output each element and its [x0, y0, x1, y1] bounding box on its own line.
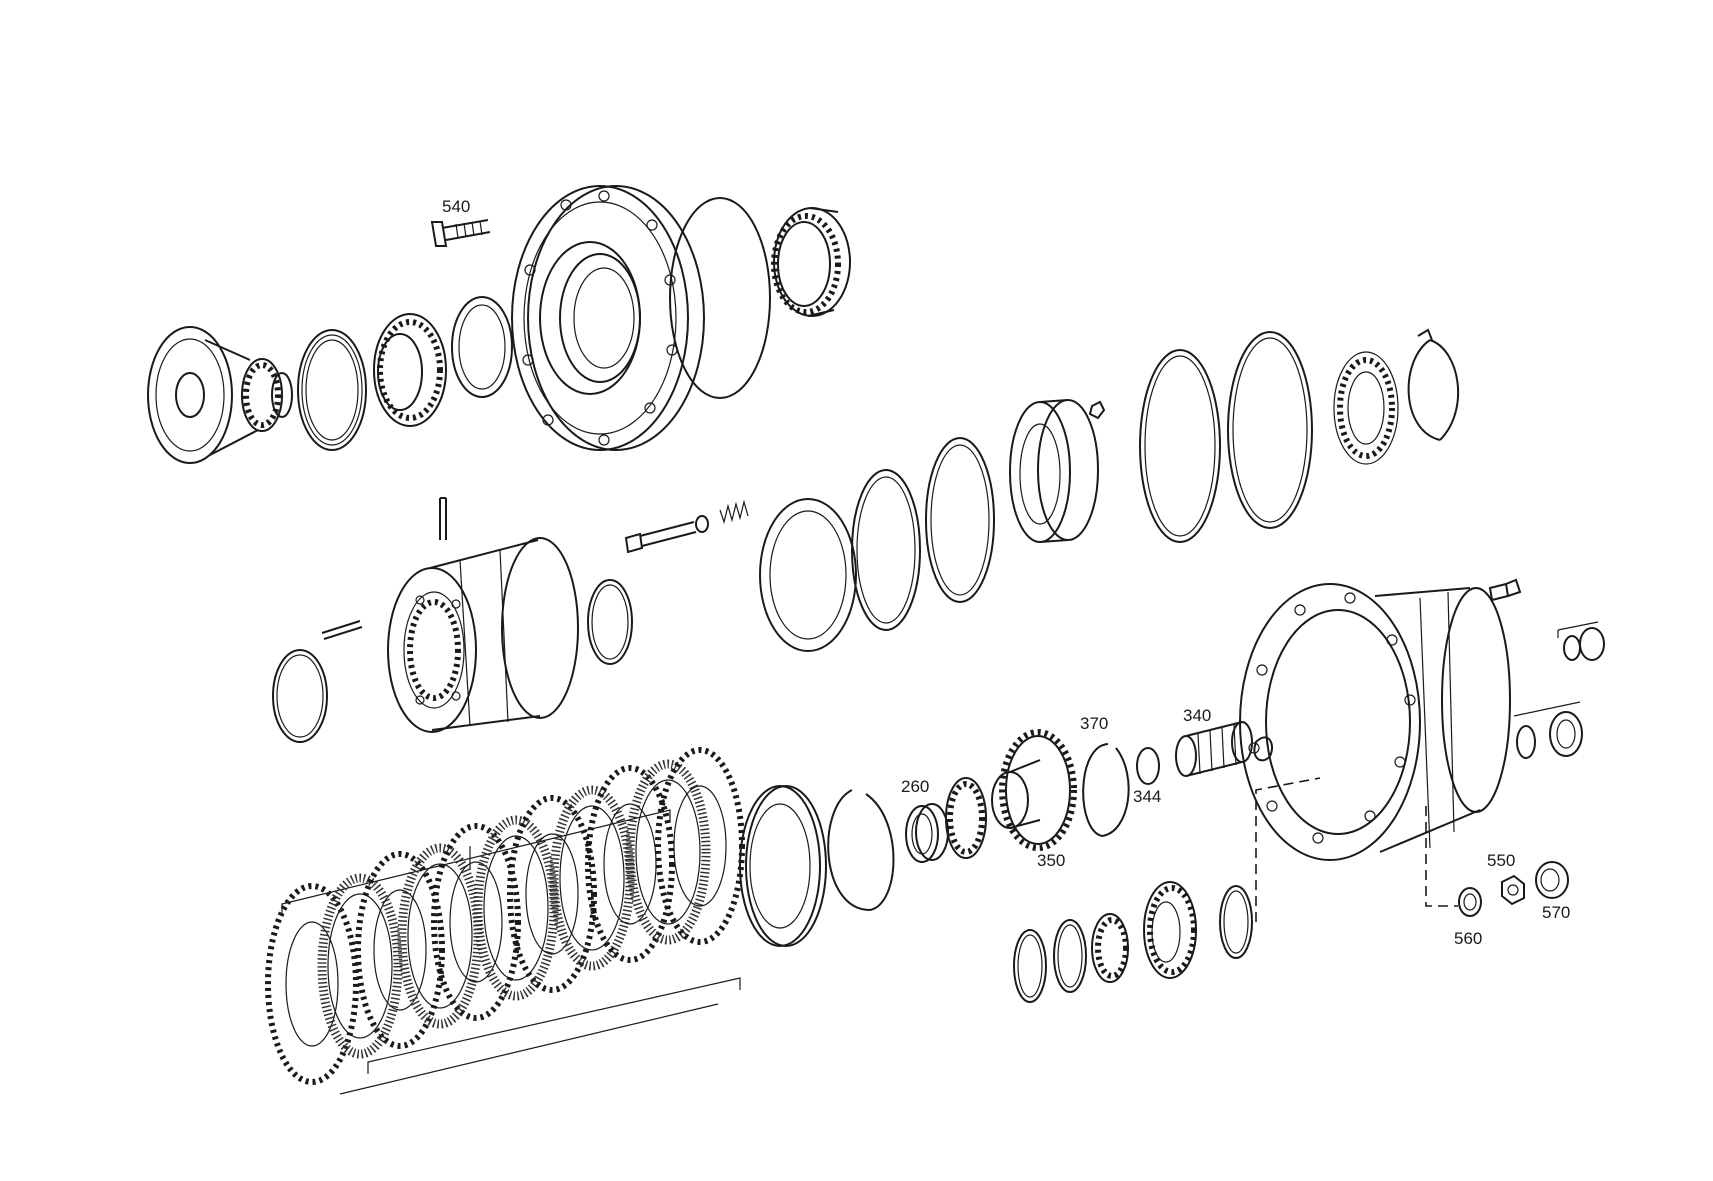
- pin-vertical: [439, 497, 447, 540]
- spline-shaft-340: [1175, 721, 1253, 777]
- label-340: 340: [1183, 706, 1211, 725]
- compression-spring: [719, 499, 749, 525]
- plug-lower: [1513, 701, 1583, 759]
- circlip: [1407, 328, 1460, 441]
- o-ring-large-2: [1139, 349, 1221, 543]
- gear-350: [991, 729, 1077, 851]
- label-350: 350: [1037, 851, 1065, 870]
- thrust-washer-plate: [759, 498, 857, 652]
- label-560: 560: [1454, 929, 1482, 948]
- brake-housing: [1239, 583, 1511, 861]
- small-washer: [1253, 736, 1274, 762]
- bushing-260: [905, 803, 949, 863]
- clutch-disc-pack: [265, 747, 745, 1095]
- needle-bearing-small: [1091, 913, 1129, 983]
- pressure-plate: [739, 785, 827, 947]
- o-ring-large-3: [1227, 331, 1313, 529]
- cap-screw: [624, 515, 709, 554]
- bearing-ring-1: [451, 296, 513, 398]
- spline-ring: [1333, 351, 1399, 465]
- o-ring-3: [925, 437, 995, 603]
- plug-upper: [1557, 621, 1605, 661]
- pin-small: [321, 620, 363, 640]
- snap-ring-370: [1082, 743, 1130, 838]
- label-370: 370: [1080, 714, 1108, 733]
- breather-screw: [1488, 578, 1522, 602]
- bearing-ring-2: [945, 777, 987, 859]
- housing-flange: [511, 185, 705, 451]
- nut-550: [1501, 874, 1525, 906]
- snap-ring-2: [587, 579, 633, 665]
- small-nut: [1088, 400, 1106, 420]
- dashed-leader-bearing: [1255, 777, 1458, 922]
- snap-ring-1: [272, 649, 328, 743]
- snap-ring-6: [1219, 885, 1253, 959]
- cap-570: [1535, 861, 1569, 899]
- taper-roller-bearing-2: [771, 207, 851, 317]
- o-ring-2: [851, 469, 921, 631]
- piston: [1009, 399, 1099, 543]
- label-260: 260: [901, 777, 929, 796]
- seal-ring-1: [297, 329, 367, 451]
- seal-560: [1458, 887, 1482, 917]
- label-344: 344: [1133, 787, 1161, 806]
- taper-roller-bearing-1: [373, 313, 447, 427]
- label-540: 540: [442, 197, 470, 216]
- snap-ring-4: [1013, 929, 1047, 1003]
- o-ring-large-1: [669, 197, 771, 399]
- wheel-hub-flange: [147, 326, 293, 464]
- label-570: 570: [1542, 903, 1570, 922]
- snap-ring-3: [827, 789, 895, 912]
- planet-carrier: [387, 537, 579, 733]
- hex-bolt-540: [430, 219, 491, 247]
- label-550: 550: [1487, 851, 1515, 870]
- snap-ring-5: [1053, 919, 1087, 993]
- o-ring-344: [1136, 747, 1160, 785]
- needle-bearing-large: [1143, 881, 1197, 979]
